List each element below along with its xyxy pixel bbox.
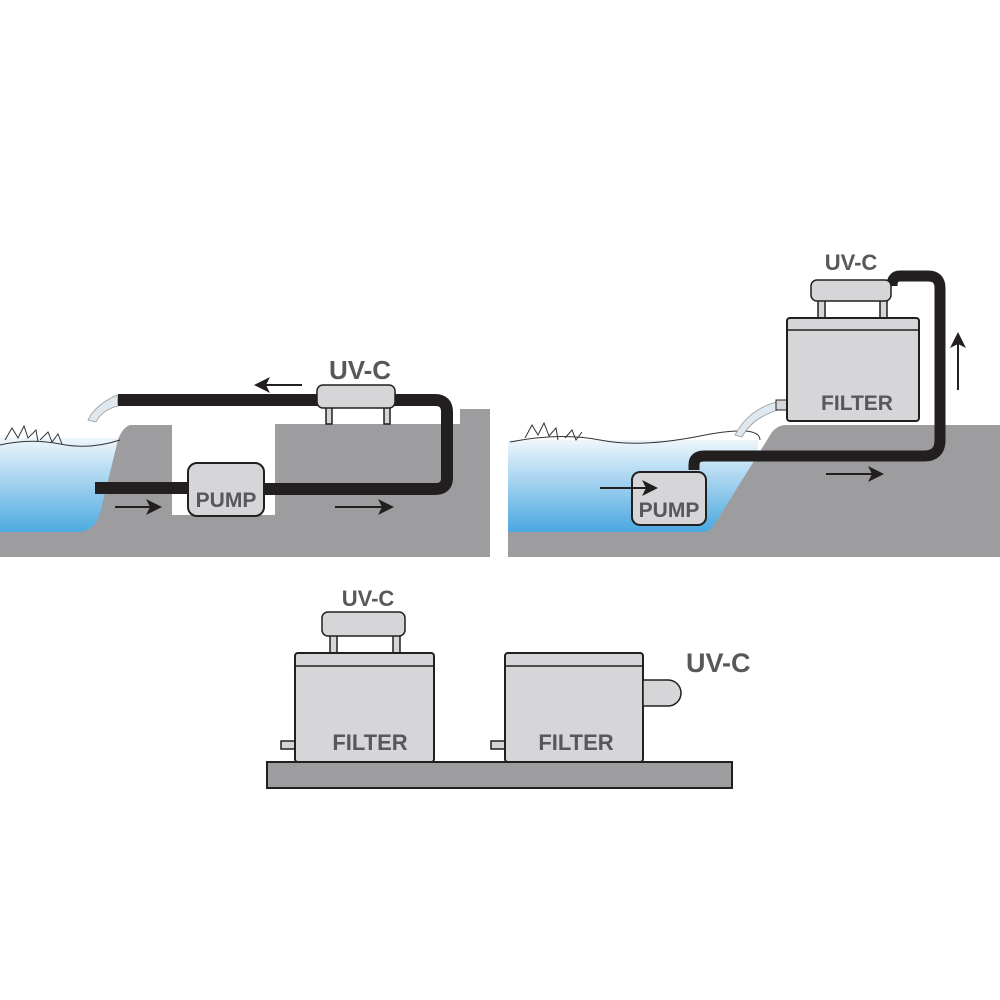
uv-c-label: UV-C — [342, 586, 395, 611]
uv-c-side-clarifier — [642, 679, 682, 707]
return-pipe — [118, 394, 453, 495]
filter-label: FILTER — [821, 392, 893, 415]
pump-pipe — [688, 270, 946, 470]
pump-label: PUMP — [639, 499, 700, 522]
filter — [786, 317, 920, 422]
filter — [504, 652, 644, 763]
uv-c-clarifier — [810, 279, 892, 319]
uv-c-label: UV-C — [686, 648, 751, 678]
lily-plants-icon — [0, 424, 121, 447]
panel-inline-installation: UV-C PUMP — [0, 355, 490, 557]
uv-c-label: UV-C — [329, 355, 391, 385]
filter-label: FILTER — [332, 730, 407, 755]
pump-label: PUMP — [196, 489, 257, 512]
water-outflow — [734, 401, 779, 438]
uv-c-clarifier — [316, 384, 396, 425]
panel-gravity-filter-installation: UV-C FILTER PUMP — [508, 250, 1000, 557]
base-platform — [266, 761, 733, 789]
pump — [187, 462, 265, 517]
water-outflow — [87, 394, 119, 423]
filter-label: FILTER — [538, 730, 613, 755]
uv-c-clarifier — [321, 611, 406, 655]
uv-c-label: UV-C — [825, 250, 878, 275]
intake-pipe — [95, 482, 190, 494]
filter — [294, 652, 435, 763]
panel-standalone-filters: UV-C FILTER FILTER UV-C — [266, 586, 751, 789]
ground — [0, 409, 490, 557]
